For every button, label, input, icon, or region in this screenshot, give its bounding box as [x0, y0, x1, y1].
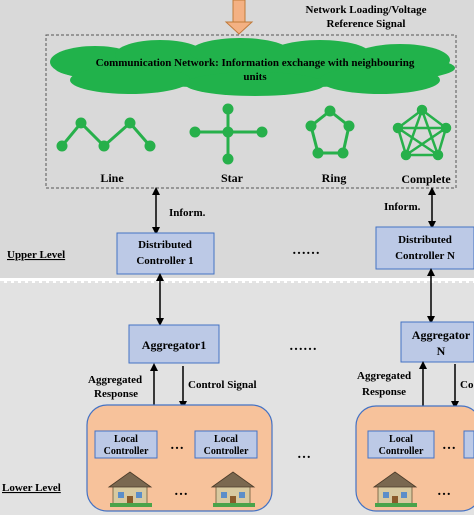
local-controller-left-2-line1: Local	[214, 434, 238, 445]
local-controller-left-1-line2: Controller	[104, 446, 149, 457]
local-controller-left-2-line2: Controller	[204, 446, 249, 457]
controller-1-label-line2: Controller 1	[136, 255, 193, 267]
line-topology-icon	[56, 117, 156, 152]
aggregator-ellipsis: ……	[289, 339, 317, 354]
controller-n-label-line1: Distributed	[398, 234, 452, 246]
aggregator-1	[128, 324, 220, 364]
local-controller-left-1-line1: Local	[114, 434, 138, 445]
aggregated-response-label-line1: Aggregated	[88, 374, 142, 386]
aggregated-response-label-right-line2: Response	[362, 386, 406, 398]
inform-label-right: Inform.	[384, 201, 421, 213]
local-controller-left-2	[194, 430, 258, 459]
topology-label-line: Line	[100, 171, 124, 185]
local-controller-right-1-line2: Controller	[379, 446, 424, 457]
house-ellipsis-left: …	[174, 484, 188, 499]
aggregated-response-label-right-line1: Aggregated	[357, 370, 411, 382]
aggregator-n-label-line2: N	[437, 344, 446, 358]
signal-label-line2: Reference Signal	[327, 18, 406, 30]
house-ellipsis-right: …	[437, 484, 451, 499]
aggregator-1-label: Aggregator1	[142, 338, 206, 352]
communication-network-frame	[45, 34, 457, 189]
topology-label-star: Star	[221, 171, 244, 185]
cloud-label-line2: units	[243, 71, 267, 83]
topology-label-complete: Complete	[401, 172, 451, 186]
controller-ellipsis: ……	[292, 243, 320, 258]
control-signal-label: Control Signal	[188, 379, 257, 391]
ring-topology-icon	[305, 105, 355, 159]
reference-signal-arrow	[224, 0, 254, 35]
aggregator-n	[400, 321, 474, 363]
complete-topology-icon	[392, 104, 452, 161]
topology-label-ring: Ring	[322, 171, 347, 185]
house-icon	[210, 471, 256, 507]
controller-n-label-line2: Controller N	[395, 250, 455, 262]
local-controller-left-1	[94, 430, 158, 459]
aggregated-response-label-line2: Response	[94, 388, 138, 400]
lower-level-label: Lower Level	[2, 482, 61, 494]
cloud-label-line1: Communication Network: Information excha…	[96, 57, 415, 69]
distributed-controller-n	[375, 226, 474, 270]
house-icon	[107, 471, 153, 507]
star-topology-icon	[189, 103, 268, 165]
control-signal-label-right: Co	[460, 379, 474, 391]
communication-cloud	[50, 38, 455, 96]
house-icon	[372, 471, 418, 507]
local-controller-right-1	[367, 430, 435, 459]
signal-label-line1: Network Loading/Voltage	[306, 4, 427, 16]
local-ellipsis-left: …	[170, 438, 184, 453]
upper-level-label: Upper Level	[7, 249, 65, 261]
local-ellipsis-right: …	[442, 438, 456, 453]
local-controller-right-1-line1: Local	[389, 434, 413, 445]
distributed-controller-1	[116, 232, 215, 275]
inform-label-left: Inform.	[169, 207, 206, 219]
local-controller-right-2	[463, 430, 474, 459]
controller-1-label-line1: Distributed	[138, 239, 192, 251]
group-ellipsis: …	[297, 447, 311, 462]
aggregator-n-label-line1: Aggregator	[412, 328, 471, 342]
